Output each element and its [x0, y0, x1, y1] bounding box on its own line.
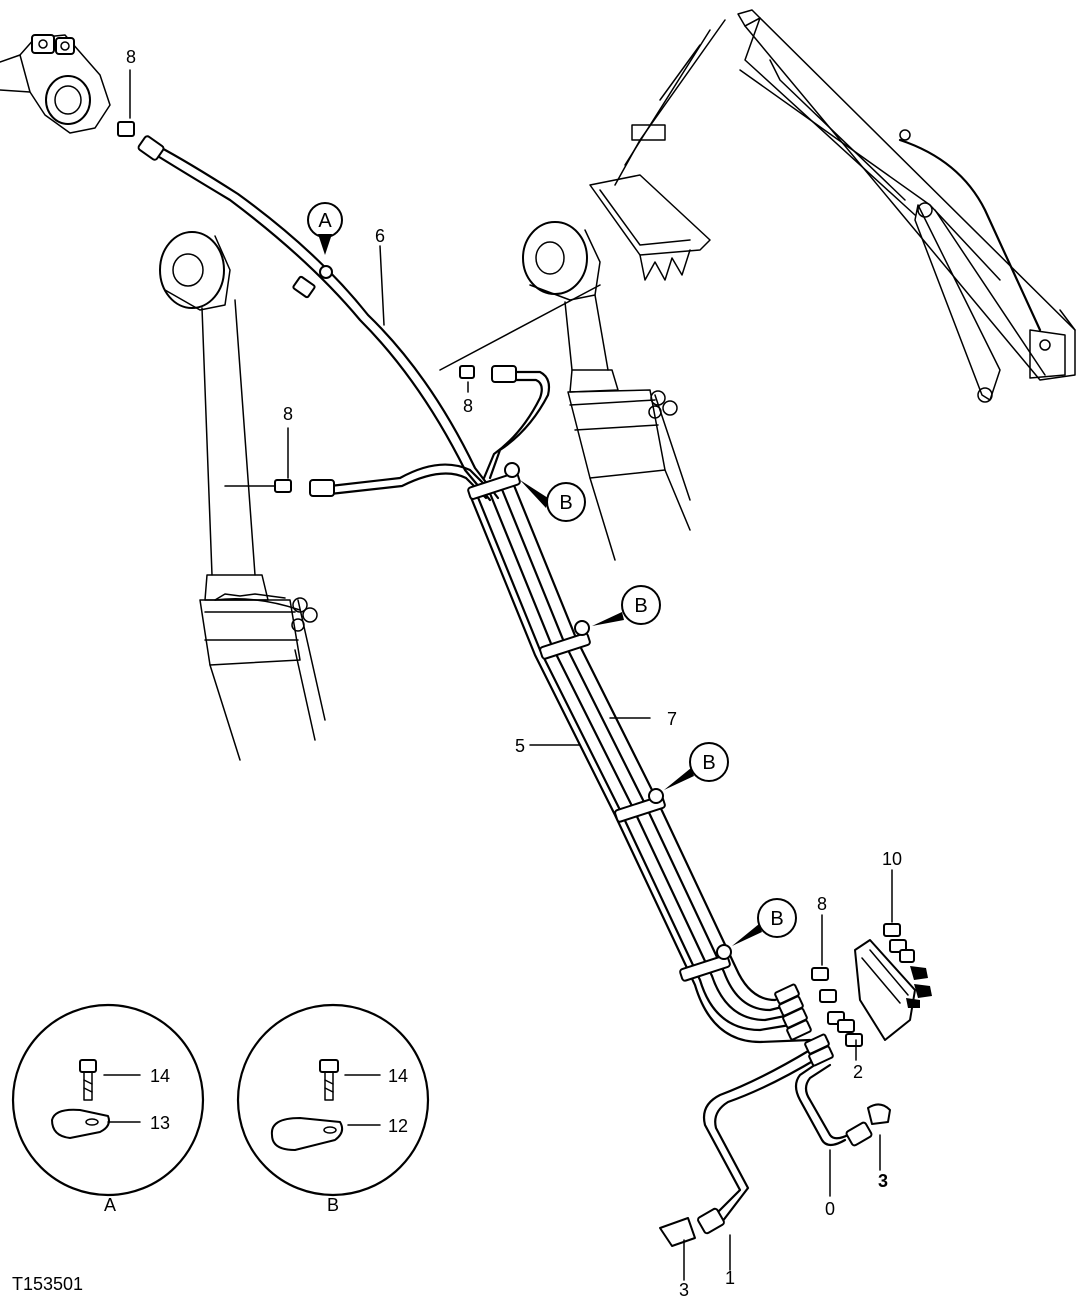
figure-id: T153501	[12, 1274, 83, 1294]
callout-b-marker-4: B	[732, 898, 797, 946]
callout-b-marker-2: B	[592, 585, 661, 626]
detail-view-b	[236, 1003, 430, 1197]
valve-manifold	[811, 923, 932, 1047]
part-label-8: 8	[463, 396, 473, 416]
detail-a-title: A	[104, 1195, 116, 1215]
leader-lines	[287, 245, 893, 1281]
detail-b-clamp-label: 12	[388, 1116, 408, 1136]
callout-b-label: B	[559, 492, 572, 514]
detail-b-title: B	[327, 1195, 339, 1215]
fitting-8-set	[117, 69, 135, 137]
left-boom-cylinder	[159, 231, 326, 761]
part-label-7: 7	[667, 709, 677, 729]
part-label-6: 6	[375, 226, 385, 246]
part-label-0: 0	[825, 1199, 835, 1219]
part-label-5: 5	[515, 736, 525, 756]
detail-a-clamp-label: 13	[150, 1113, 170, 1133]
lower-lines	[659, 1048, 891, 1247]
part-label-8: 8	[283, 404, 293, 424]
hose-end-fittings	[774, 983, 834, 1067]
boom-base-casting	[0, 34, 111, 134]
part-label-8: 8	[817, 894, 827, 914]
part-label-3: 3	[679, 1280, 689, 1300]
callout-b-label: B	[770, 908, 783, 930]
part-label-3: 3	[878, 1171, 888, 1191]
right-boom-cylinder	[439, 221, 691, 561]
part-label-8: 8	[126, 47, 136, 67]
callout-b-marker-3: B	[664, 742, 729, 790]
callout-b-label: B	[634, 595, 647, 617]
hose-left-cylinder	[224, 463, 492, 500]
callout-a-label: A	[318, 210, 332, 232]
detail-a-bolt-label: 14	[150, 1066, 170, 1086]
callout-b-marker-1: B	[520, 480, 586, 522]
hose-6	[137, 135, 500, 502]
part-label-1: 1	[725, 1268, 735, 1288]
part-label-10: 10	[882, 849, 902, 869]
excavator-boom-inset	[589, 9, 1076, 403]
tube-bundle	[467, 462, 812, 1044]
callout-a-marker: A	[307, 202, 343, 255]
detail-b-bolt-label: 14	[388, 1066, 408, 1086]
callout-b-label: B	[702, 752, 715, 774]
part-label-2: 2	[853, 1062, 863, 1082]
detail-view-a	[11, 1003, 205, 1197]
hose-right-cylinder	[459, 365, 551, 480]
